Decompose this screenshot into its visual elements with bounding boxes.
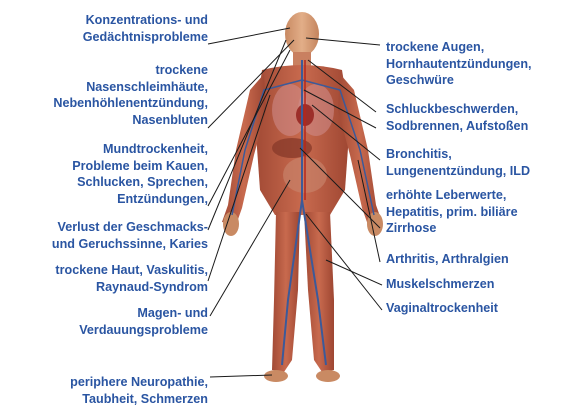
leg-right — [272, 212, 300, 372]
head — [285, 12, 319, 56]
label-haut: trockene Haut, Vaskulitis, Raynaud-Syndr… — [55, 262, 208, 295]
label-augen: trockene Augen, Hornhautentzündungen, Ge… — [386, 39, 532, 89]
label-neuro: periphere Neuropathie, Taubheit, Schmerz… — [70, 374, 208, 407]
label-bronchitis: Bronchitis, Lungenentzündung, ILD — [386, 146, 530, 179]
label-arthritis: Arthritis, Arthralgien — [386, 251, 509, 268]
liver — [272, 138, 312, 158]
leader-neuro — [210, 375, 272, 377]
foot-left — [316, 370, 340, 382]
label-nase: trockene Nasenschleimhäute, Nebenhöhlene… — [53, 62, 208, 128]
hand-right — [223, 212, 239, 236]
label-muskel: Muskelschmerzen — [386, 276, 495, 293]
leader-konzentration — [208, 28, 290, 44]
label-geschmack: Verlust der Geschmacks- und Geruchssinne… — [52, 219, 208, 252]
foot-right — [264, 370, 288, 382]
label-konzentration: Konzentrations- und Gedächtnisprobleme — [83, 12, 208, 45]
label-schluck: Schluckbeschwerden, Sodbrennen, Aufstoße… — [386, 101, 528, 134]
leader-muskel — [326, 260, 382, 285]
hand-left — [367, 212, 383, 236]
label-magen: Magen- und Verdauungsprobleme — [79, 305, 208, 338]
label-leber: erhöhte Leberwerte, Hepatitis, prim. bil… — [386, 187, 518, 237]
label-vaginal: Vaginaltrockenheit — [386, 300, 498, 317]
label-mund: Mundtrockenheit, Probleme beim Kauen, Sc… — [72, 141, 208, 207]
